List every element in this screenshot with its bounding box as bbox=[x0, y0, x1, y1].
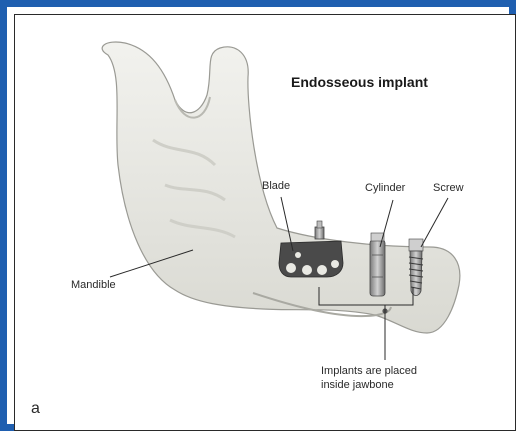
label-implants-line2: inside jawbone bbox=[321, 379, 394, 392]
label-blade: Blade bbox=[262, 180, 290, 193]
mandible-illustration bbox=[15, 15, 515, 430]
label-screw: Screw bbox=[433, 182, 464, 195]
figure-panel: Endosseous implant Blade Cylinder Screw … bbox=[14, 14, 516, 431]
screw-implant bbox=[409, 239, 423, 296]
panel-letter: a bbox=[31, 402, 40, 415]
figure-title: Endosseous implant bbox=[291, 76, 428, 89]
label-mandible: Mandible bbox=[71, 279, 116, 292]
label-cylinder: Cylinder bbox=[365, 182, 405, 195]
cylinder-implant bbox=[370, 233, 385, 296]
label-implants-line1: Implants are placed bbox=[321, 365, 417, 378]
